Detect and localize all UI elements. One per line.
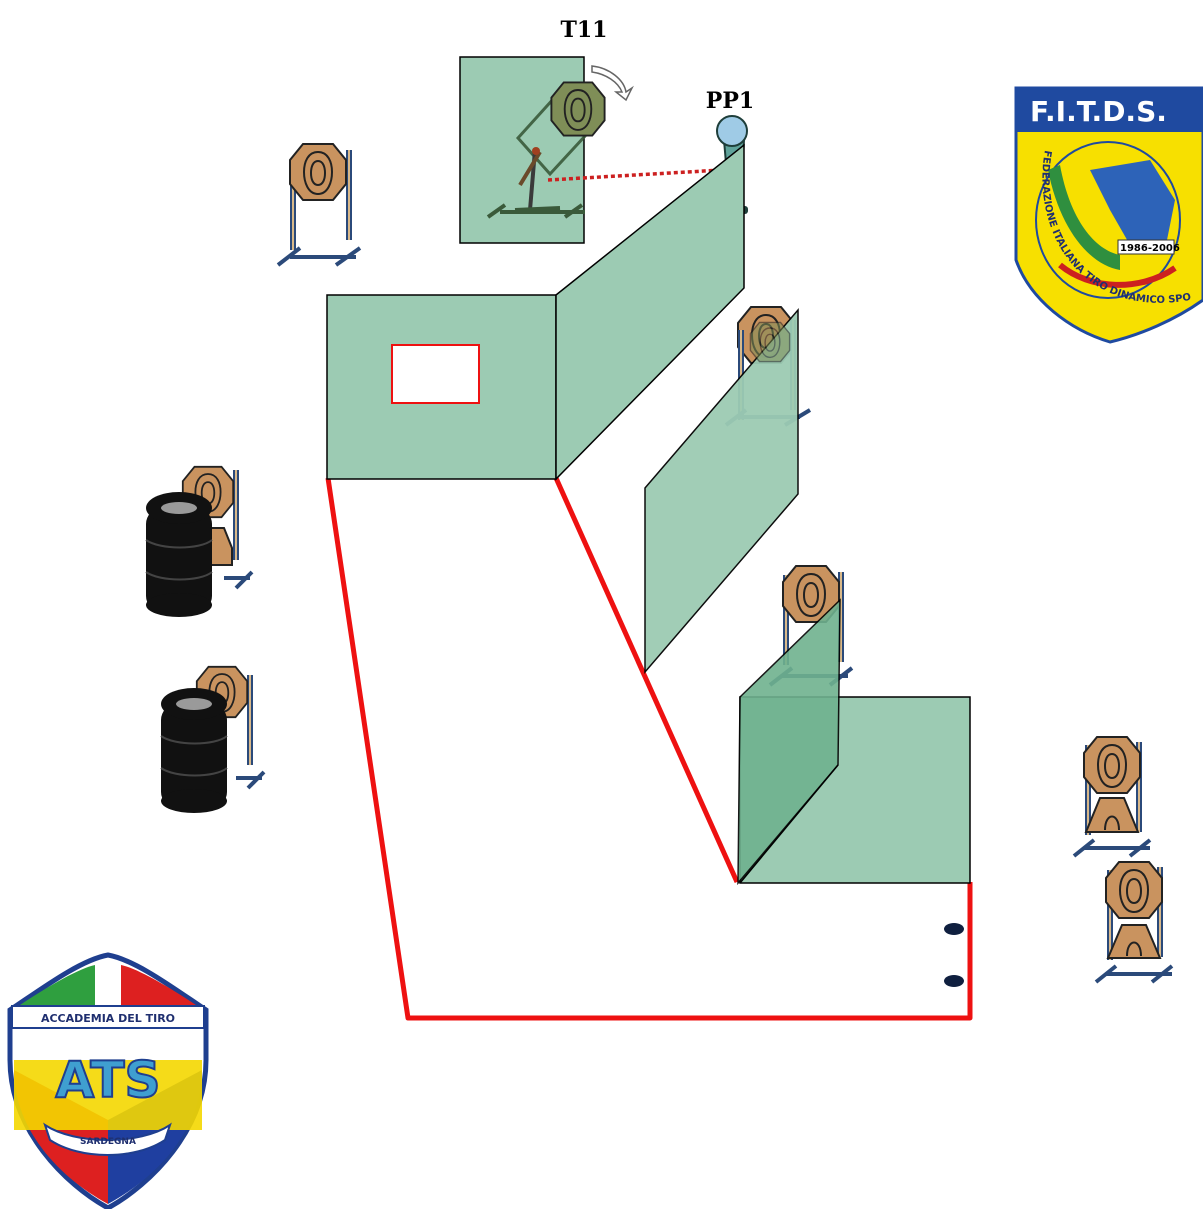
start-marker xyxy=(944,923,964,935)
shooting-port xyxy=(391,344,480,404)
tire-cover-lower xyxy=(160,665,266,813)
rotate-arrow-icon xyxy=(591,65,634,102)
tire-stack-icon xyxy=(160,688,228,813)
middle-wall xyxy=(644,307,799,675)
tire-cover-upper xyxy=(145,465,254,617)
target-pair-lower-right xyxy=(1094,861,1174,984)
angled-wall xyxy=(555,143,745,481)
start-marker xyxy=(944,975,964,987)
ats-logo: ACCADEMIA DEL TIRO ATS SARDEGNA xyxy=(7,952,209,1209)
svg-text:FEDERAZIONE ITALIANA TIRO DINA: FEDERAZIONE ITALIANA TIRO DINAMICO SPORT… xyxy=(0,0,1192,306)
fitds-arc-text: FEDERAZIONE ITALIANA TIRO DINAMICO SPORT… xyxy=(0,0,1192,306)
pp1-popper-head-icon xyxy=(716,115,748,147)
target-stand-top-left xyxy=(276,143,362,267)
ats-banner-text: ACCADEMIA DEL TIRO xyxy=(41,1012,175,1025)
fitds-banner-text: F.I.T.D.S. xyxy=(1030,95,1167,128)
fault-line xyxy=(325,476,973,1021)
target-pair-upper-right xyxy=(1072,736,1152,858)
t11-target-group xyxy=(459,56,634,244)
pp1-label: PP1 xyxy=(706,88,754,114)
activation-line xyxy=(547,168,723,182)
ats-letters: ATS xyxy=(56,1051,161,1109)
box-wall xyxy=(737,598,971,886)
paper-target-icon xyxy=(1105,861,1163,919)
t11-steel-plate-icon xyxy=(550,81,606,137)
tire-stack-icon xyxy=(145,492,213,617)
paper-target-icon xyxy=(1083,736,1141,794)
paper-target-icon xyxy=(289,143,347,201)
wall-with-port xyxy=(326,294,557,480)
ats-ribbon-text: SARDEGNA xyxy=(80,1137,136,1147)
fitds-years: 1986-2006 xyxy=(1120,243,1180,254)
t11-label: T11 xyxy=(561,17,608,43)
